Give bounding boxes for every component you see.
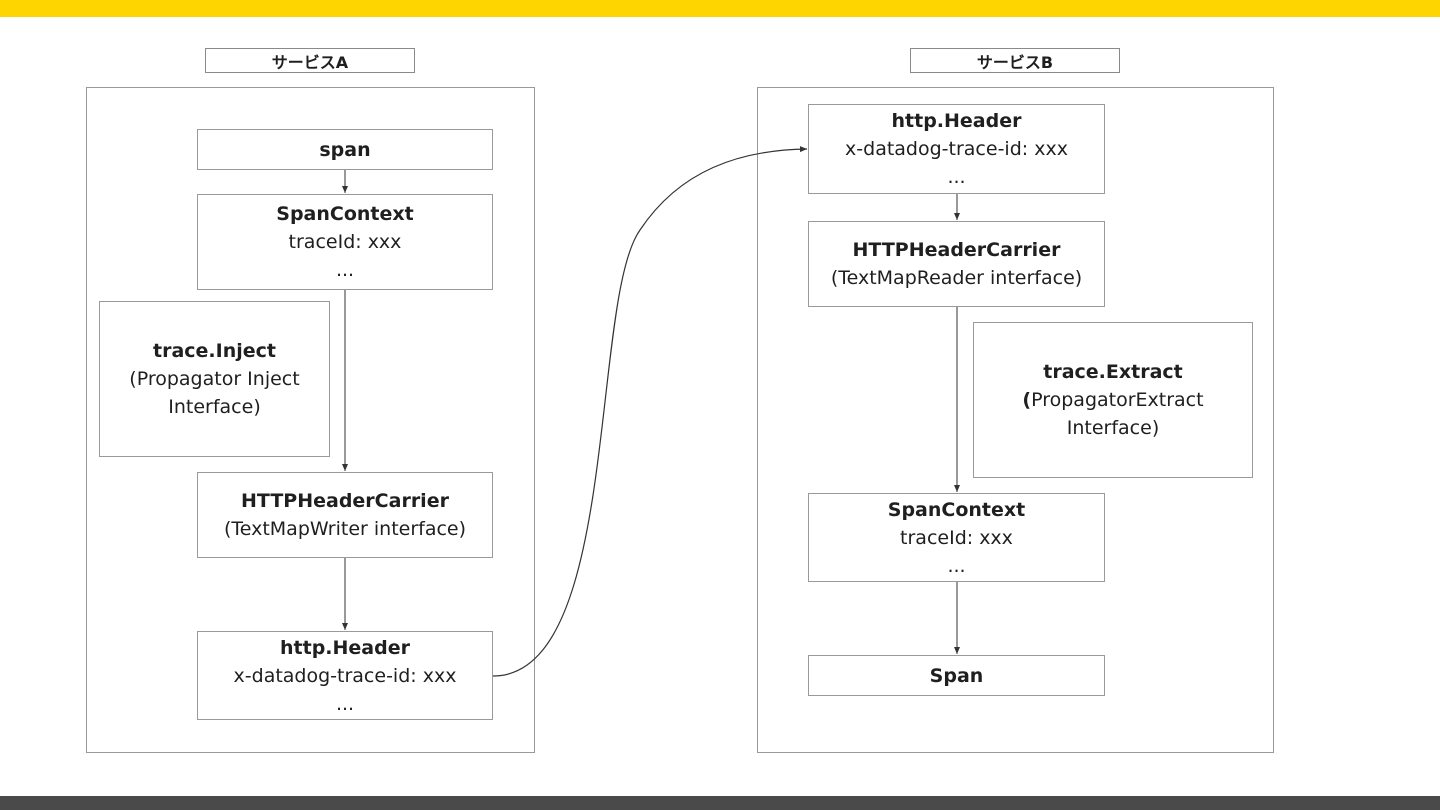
node-line: (TextMapWriter interface) <box>223 518 467 540</box>
node-line: (TextMapReader interface) <box>830 267 1083 289</box>
service-a-frame <box>86 87 535 753</box>
service-a-inject-node: trace.Inject (Propagator Inject Interfac… <box>99 301 330 457</box>
node-line: Interface) <box>168 396 261 418</box>
service-b-span-context-node: SpanContext traceId: xxx ... <box>808 493 1105 582</box>
service-a-span-node: span <box>197 129 493 170</box>
service-b-extract-node: trace.Extract (PropagatorExtract Interfa… <box>973 322 1253 478</box>
node-title: trace.Inject <box>153 340 276 362</box>
node-title: HTTPHeaderCarrier <box>241 490 449 512</box>
service-b-carrier-node: HTTPHeaderCarrier (TextMapReader interfa… <box>808 221 1105 307</box>
node-line: traceId: xxx <box>288 231 402 253</box>
node-line-text: PropagatorExtract <box>1031 389 1204 411</box>
top-accent-bar <box>0 0 1440 17</box>
node-title: SpanContext <box>276 203 414 225</box>
node-title: http.Header <box>891 110 1022 132</box>
service-a-span-context-node: SpanContext traceId: xxx ... <box>197 194 493 290</box>
bottom-bar <box>0 796 1440 810</box>
node-title: trace.Extract <box>1043 361 1183 383</box>
service-b-header-node: http.Header x-datadog-trace-id: xxx ... <box>808 104 1105 194</box>
node-title: HTTPHeaderCarrier <box>852 239 1061 261</box>
arrow-header-a-to-header-b <box>492 146 808 677</box>
node-title: span <box>319 138 371 161</box>
service-b-span-node: Span <box>808 655 1105 696</box>
node-line: traceId: xxx <box>900 526 1013 549</box>
node-line: (PropagatorExtract <box>1022 386 1203 414</box>
node-title: SpanContext <box>887 498 1026 521</box>
node-line: ... <box>947 166 966 188</box>
open-paren: ( <box>1022 389 1032 411</box>
node-line: x-datadog-trace-id: xxx <box>845 138 1068 160</box>
node-line: (Propagator Inject <box>129 368 300 390</box>
node-title: http.Header <box>280 636 410 659</box>
node-line: ... <box>335 259 355 281</box>
node-line: ... <box>335 692 355 715</box>
node-line: x-datadog-trace-id: xxx <box>233 664 457 687</box>
service-a-carrier-node: HTTPHeaderCarrier (TextMapWriter interfa… <box>197 472 493 558</box>
service-b-frame <box>757 87 1274 753</box>
node-line: Interface) <box>1066 417 1160 439</box>
node-line: ... <box>947 554 966 577</box>
node-title: Span <box>929 664 984 687</box>
service-b-label: サービスB <box>910 48 1120 73</box>
service-a-label: サービスA <box>205 48 415 73</box>
service-a-header-node: http.Header x-datadog-trace-id: xxx ... <box>197 631 493 720</box>
